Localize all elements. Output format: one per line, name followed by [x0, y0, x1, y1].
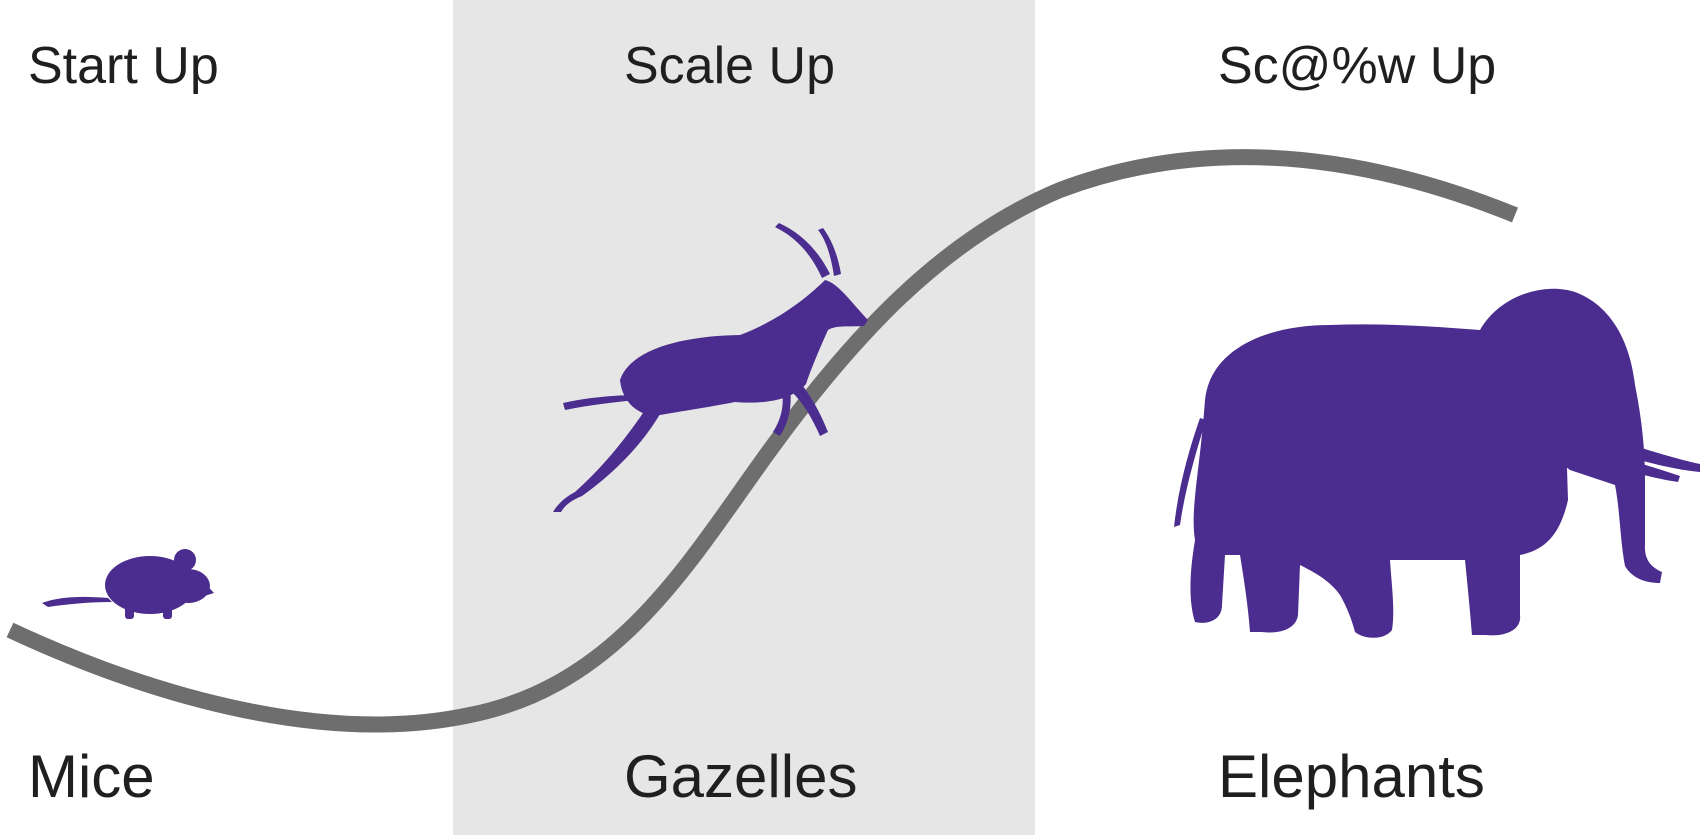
- stage-label-scale-up: Scale Up: [624, 37, 835, 95]
- animal-label-mice: Mice: [28, 743, 155, 810]
- stage-label-scaw-up: Sc@%w Up: [1218, 37, 1497, 95]
- animal-label-elephants: Elephants: [1218, 743, 1485, 810]
- mouse-icon: [42, 549, 214, 619]
- animal-label-gazelles: Gazelles: [624, 743, 858, 810]
- elephant-icon: [1174, 288, 1700, 638]
- stage-label-start-up: Start Up: [28, 37, 219, 95]
- gazelle-icon: [553, 223, 868, 512]
- growth-curve: [6, 149, 1519, 733]
